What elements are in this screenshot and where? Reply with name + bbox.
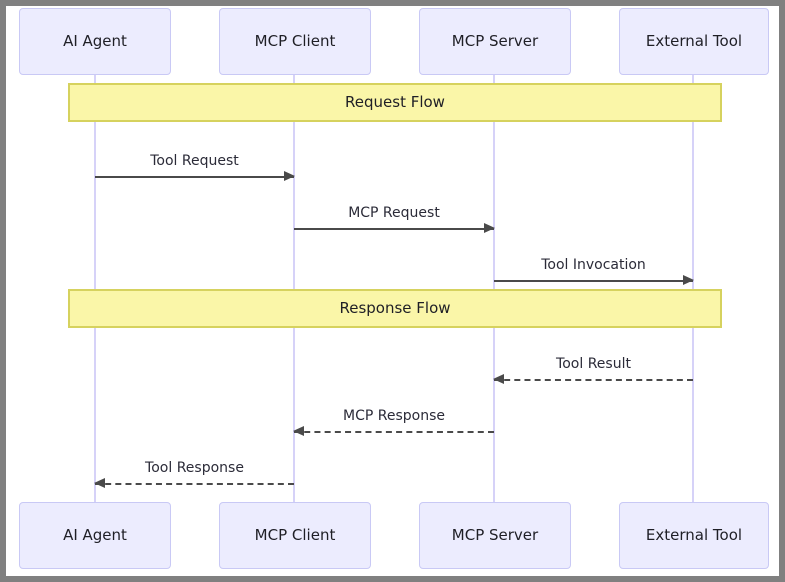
participant-mcp-client-top[interactable]: MCP Client (219, 8, 371, 75)
participant-mcp-server-bottom[interactable]: MCP Server (419, 502, 571, 569)
message-line (294, 431, 494, 433)
flow-banner-response-flow: Response Flow (68, 289, 722, 328)
participant-ai-agent-bottom[interactable]: AI Agent (19, 502, 171, 569)
flow-banner-label: Response Flow (339, 299, 451, 317)
arrow-head-left-icon (493, 374, 504, 384)
lifeline-external-tool (692, 75, 694, 502)
message-line (494, 379, 693, 381)
arrow-head-left-icon (293, 426, 304, 436)
participant-label: MCP Server (451, 526, 539, 544)
message-line (494, 280, 693, 282)
message-line (95, 483, 294, 485)
participant-external-tool-top[interactable]: External Tool (619, 8, 769, 75)
participant-label: MCP Server (451, 32, 539, 50)
arrow-head-left-icon (94, 478, 105, 488)
participant-label: AI Agent (63, 32, 127, 50)
message-label: MCP Response (343, 408, 445, 424)
message-label: Tool Request (150, 153, 239, 169)
participant-label: MCP Client (254, 32, 336, 50)
flow-banner-label: Request Flow (345, 93, 445, 111)
message-line (294, 228, 494, 230)
lifeline-mcp-server (493, 75, 495, 502)
lifeline-ai-agent (94, 75, 96, 502)
flow-banner-request-flow: Request Flow (68, 83, 722, 122)
participant-ai-agent-top[interactable]: AI Agent (19, 8, 171, 75)
message-label: Tool Response (145, 460, 244, 476)
participant-mcp-client-bottom[interactable]: MCP Client (219, 502, 371, 569)
participant-label: AI Agent (63, 526, 127, 544)
arrow-head-right-icon (484, 223, 495, 233)
message-label: Tool Invocation (541, 257, 646, 273)
lifeline-mcp-client (293, 75, 295, 502)
message-label: Tool Result (556, 356, 631, 372)
participant-label: MCP Client (254, 526, 336, 544)
arrow-head-right-icon (284, 171, 295, 181)
arrow-head-right-icon (683, 275, 694, 285)
participant-label: External Tool (645, 32, 743, 50)
participant-mcp-server-top[interactable]: MCP Server (419, 8, 571, 75)
message-line (95, 176, 294, 178)
participant-external-tool-bottom[interactable]: External Tool (619, 502, 769, 569)
participant-label: External Tool (645, 526, 743, 544)
message-label: MCP Request (348, 205, 440, 221)
